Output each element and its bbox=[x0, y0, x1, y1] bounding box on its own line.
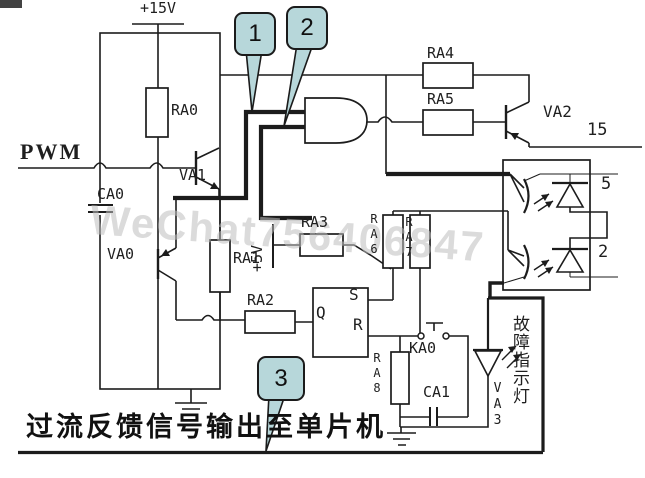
label-va0: VA0 bbox=[107, 245, 135, 263]
resistor-ra7 bbox=[409, 214, 431, 269]
opto-diode-2 bbox=[555, 248, 585, 273]
fault-box-outline bbox=[18, 296, 545, 455]
label-flipflop-q: Q bbox=[316, 303, 326, 322]
and-input2-wire bbox=[258, 124, 312, 221]
phototransistor-1 bbox=[523, 178, 530, 214]
thick-wires bbox=[173, 109, 312, 221]
label-pin-2: 2 bbox=[598, 242, 609, 262]
label-ra3: RA3 bbox=[301, 213, 329, 231]
diode-triangles bbox=[473, 182, 585, 378]
callout-1: 1 bbox=[234, 12, 276, 56]
label-ra4: RA4 bbox=[427, 44, 455, 62]
resistor-ra2 bbox=[244, 310, 296, 334]
callout-2-label: 2 bbox=[300, 14, 314, 41]
led-va3-anode bbox=[473, 298, 503, 352]
label-pin-15: 15 bbox=[587, 120, 608, 140]
label-ra7: RA7 bbox=[402, 215, 416, 260]
resistor-ra0 bbox=[145, 87, 169, 138]
pin15-wire bbox=[505, 130, 642, 148]
flipflop-box bbox=[312, 287, 369, 358]
resistor-ra1 bbox=[209, 239, 231, 293]
label-ra6: RA6 bbox=[367, 212, 381, 257]
resistor-ra5 bbox=[422, 109, 474, 136]
led-va3 bbox=[473, 350, 503, 378]
label-va3: VA3 bbox=[490, 381, 505, 429]
label-ra1: RA1 bbox=[233, 249, 261, 267]
label-ca0: CA0 bbox=[97, 185, 125, 203]
label-ra5: RA5 bbox=[427, 90, 455, 108]
label-flipflop-s: S bbox=[349, 285, 359, 304]
callout-tails bbox=[245, 43, 315, 452]
resistor-ra4 bbox=[422, 62, 474, 89]
label-va2: VA2 bbox=[543, 102, 572, 121]
label-plus5v: +5V bbox=[248, 244, 266, 272]
callout-3: 3 bbox=[257, 356, 305, 401]
phototransistor-2 bbox=[523, 244, 530, 280]
pwm-wire bbox=[18, 162, 196, 169]
resistor-ra6 bbox=[382, 214, 404, 269]
label-pwm: PWM bbox=[20, 139, 83, 164]
and-gate bbox=[304, 97, 368, 144]
and-input1-wire bbox=[173, 109, 305, 201]
label-fault-lamp: 故障指示灯 bbox=[510, 315, 529, 405]
components bbox=[145, 62, 591, 405]
label-ra8: RA8 bbox=[370, 351, 384, 396]
and-output-wire bbox=[367, 116, 423, 123]
label-ka0: KA0 bbox=[409, 339, 437, 357]
callout-2: 2 bbox=[286, 6, 328, 50]
callout-3-label: 3 bbox=[274, 364, 288, 392]
opto-diode-1 bbox=[555, 182, 585, 208]
label-flipflop-r: R bbox=[353, 315, 363, 334]
label-ca1: CA1 bbox=[423, 383, 451, 401]
callout-1-label: 1 bbox=[248, 20, 262, 47]
ground-right bbox=[387, 427, 416, 446]
capacitor-ca0 bbox=[88, 204, 113, 213]
left-stage-box bbox=[99, 32, 221, 390]
resistor-ra8 bbox=[390, 351, 410, 405]
label-pin-5: 5 bbox=[601, 174, 612, 194]
ground-left bbox=[175, 389, 207, 416]
label-plus15v: +15V bbox=[139, 0, 177, 17]
corner-fragment bbox=[0, 0, 22, 8]
switch-ka0 bbox=[417, 332, 425, 340]
label-ra2: RA2 bbox=[247, 291, 275, 309]
capacitor-ca1 bbox=[429, 407, 438, 426]
arrowheads bbox=[161, 133, 553, 361]
label-va1: VA1 bbox=[179, 166, 207, 184]
label-ra0: RA0 bbox=[171, 101, 199, 119]
resistor-ra3 bbox=[299, 233, 344, 257]
caption-text: 过流反馈信号输出至单片机 bbox=[26, 412, 386, 442]
